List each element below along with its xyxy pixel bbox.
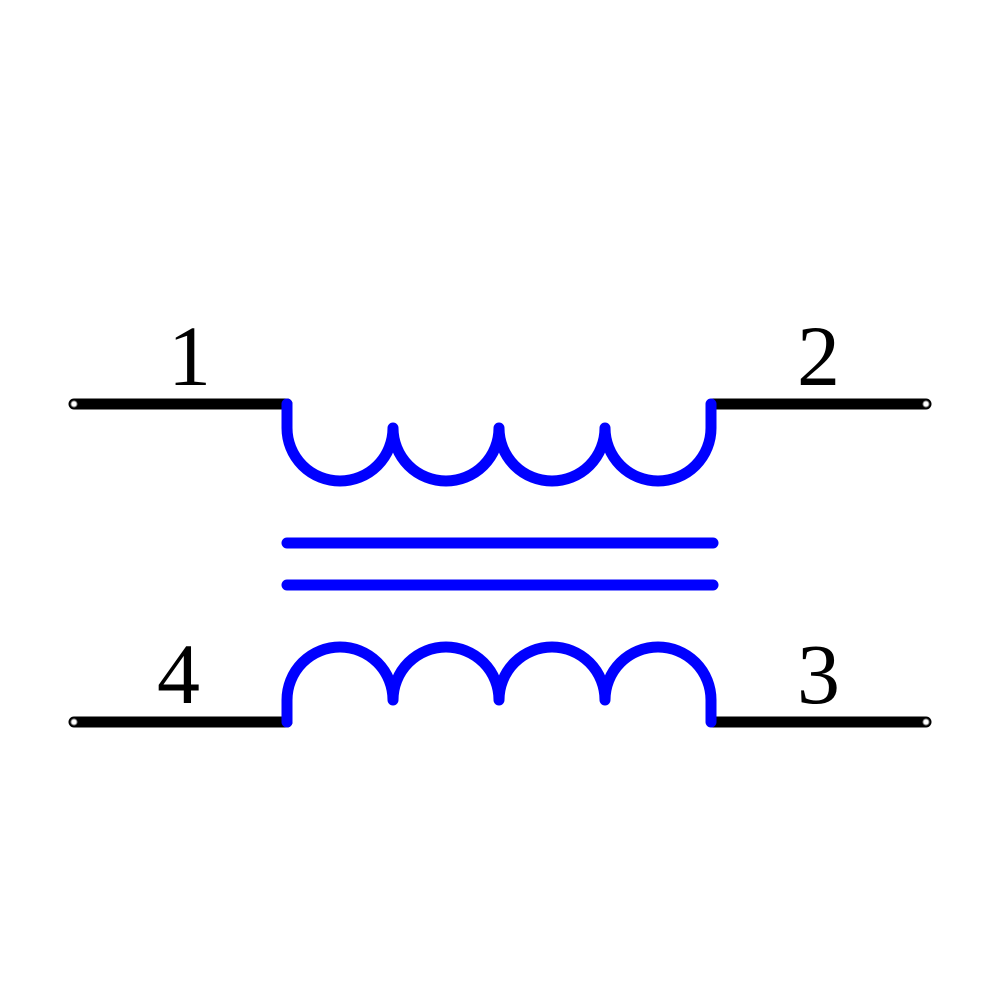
bottom-winding [281,641,717,728]
pin-1-label: 1 [168,308,211,404]
top-winding [281,398,717,487]
pin-4-lead [68,716,293,728]
pin-3-label: 3 [797,626,840,722]
pin-2-label: 2 [797,308,840,404]
pin-1-lead [68,398,293,410]
pin-2-lead [707,398,932,410]
pin-4-label: 4 [157,626,200,722]
pin-3-lead [707,716,932,728]
